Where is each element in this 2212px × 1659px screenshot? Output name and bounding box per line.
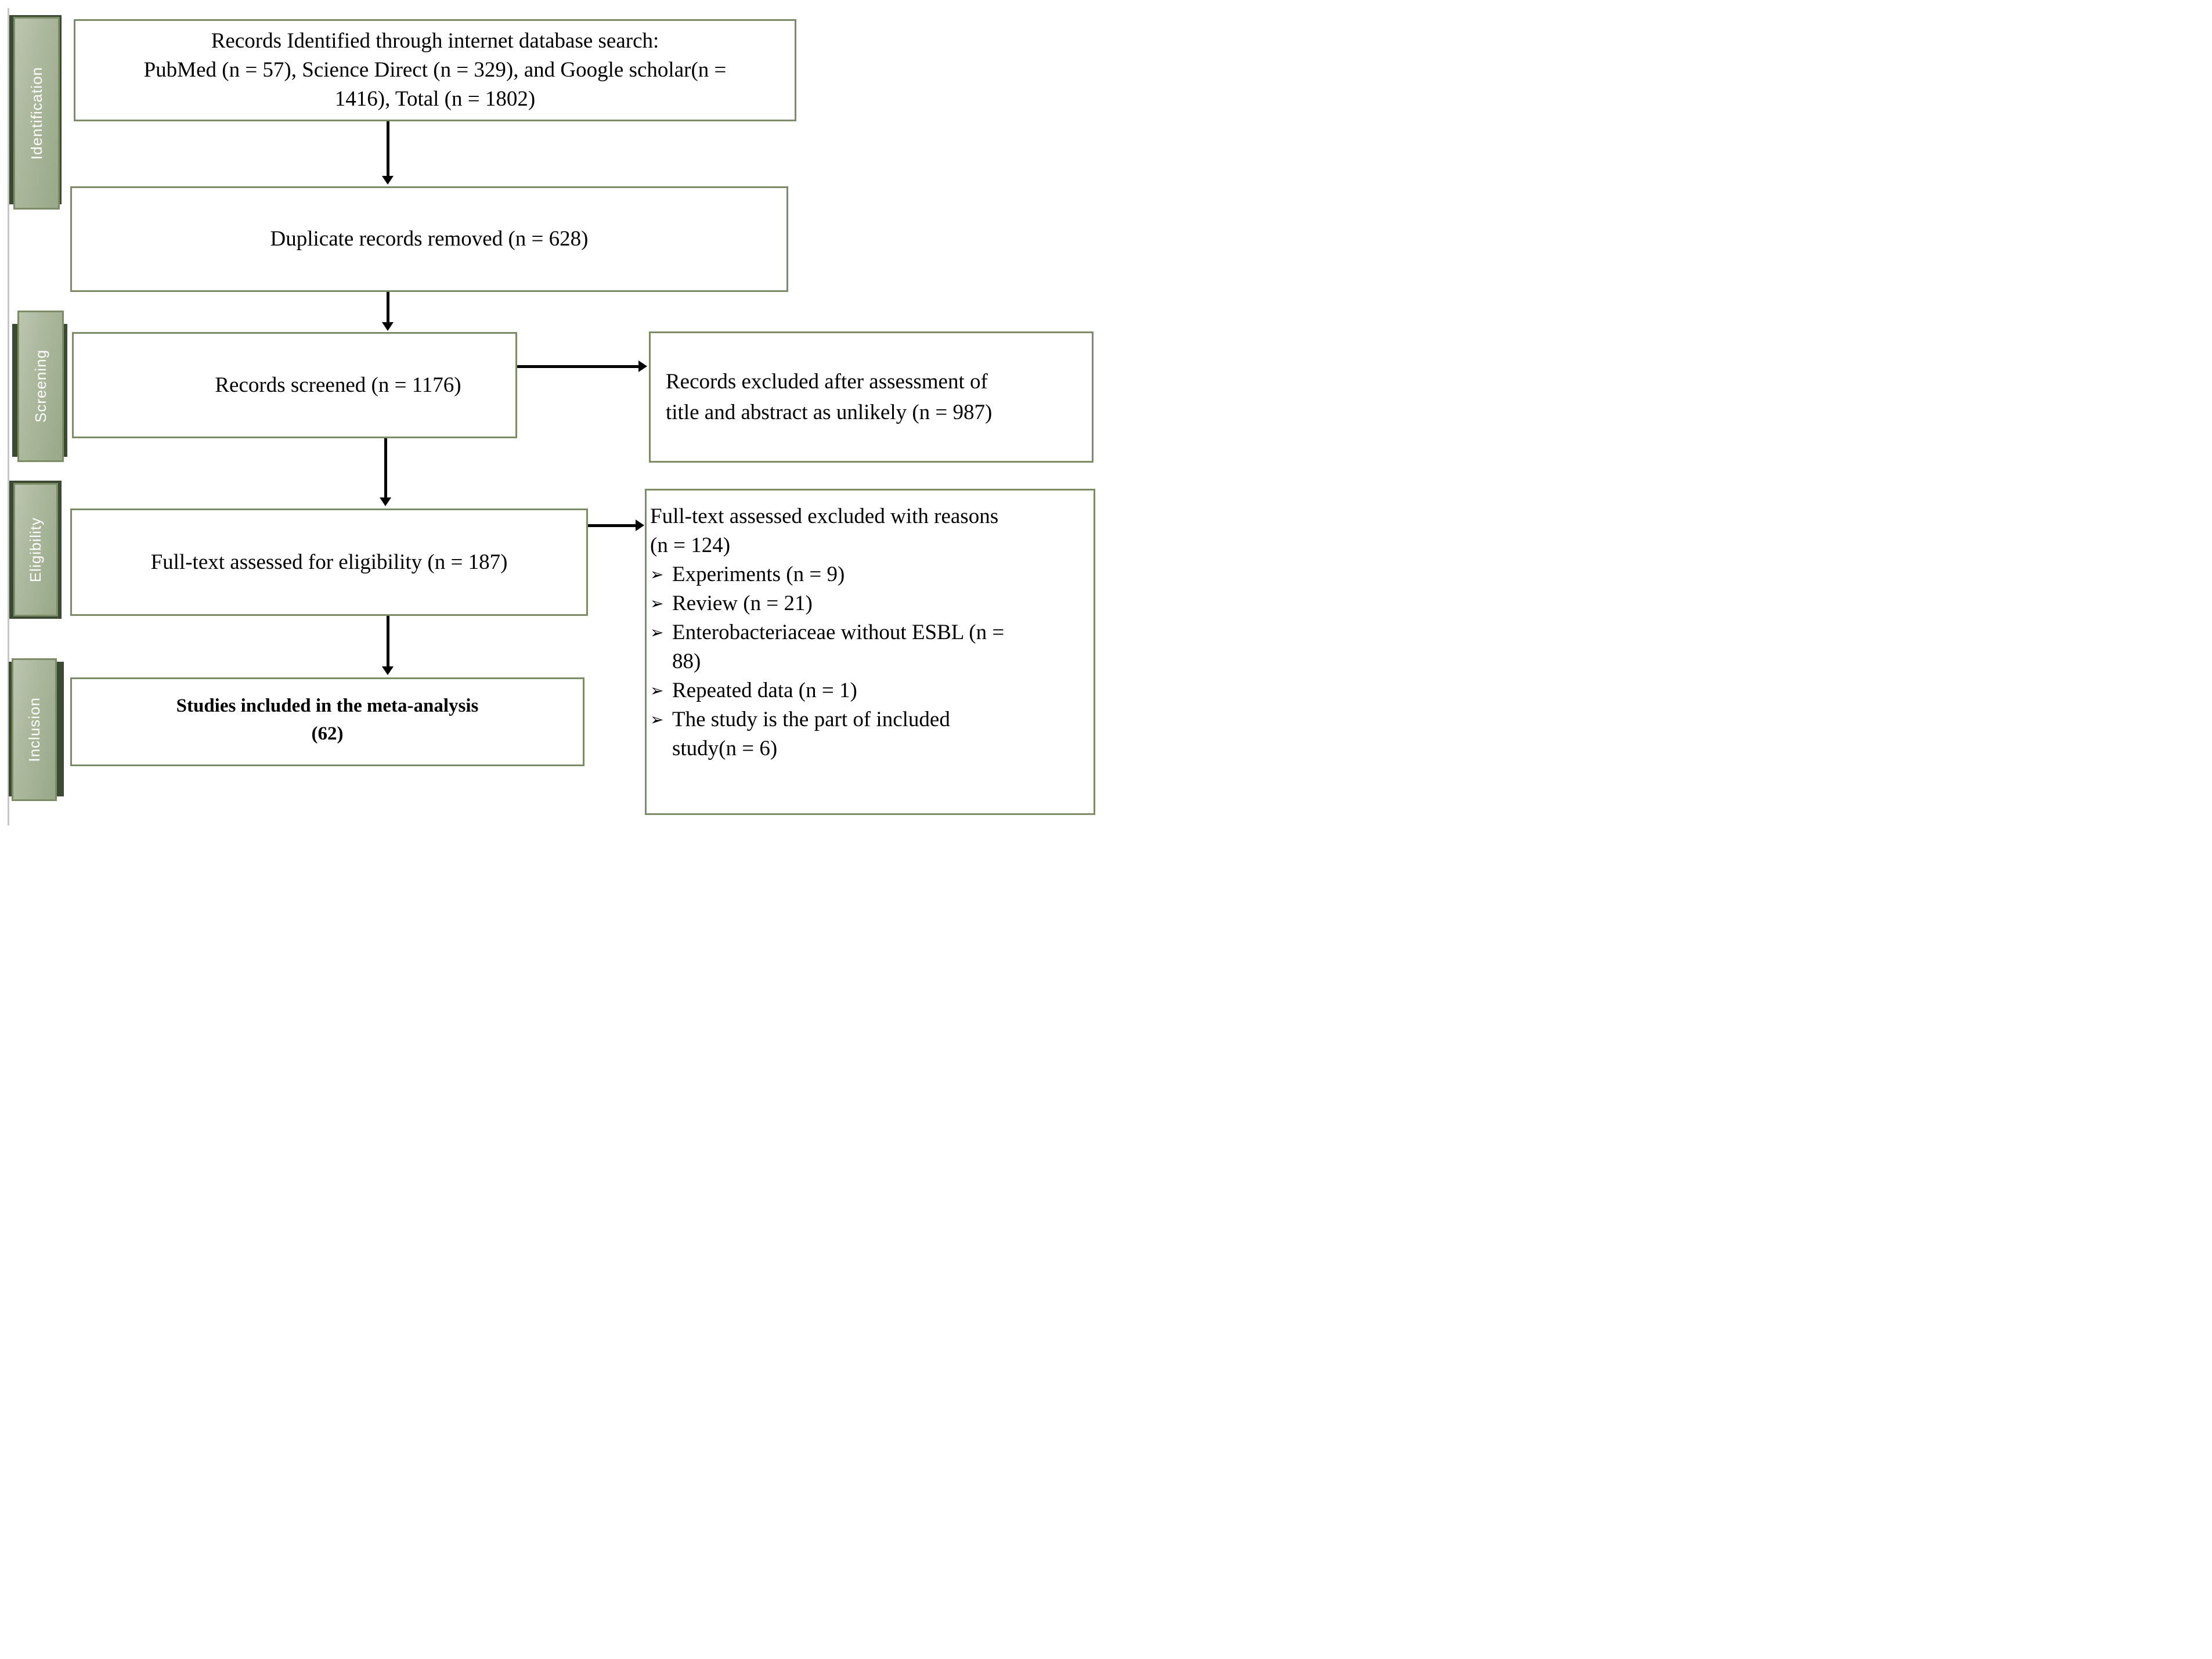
arrowhead-down-icon: [382, 322, 394, 331]
arrow-screened-to-fulltext: [384, 438, 387, 499]
stage-label-screening-text: Screening: [31, 349, 49, 423]
reason-item-repeated-data: ➢ Repeated data (n = 1): [650, 676, 1087, 705]
records-excluded-line-1: Records excluded after assessment of: [666, 370, 988, 394]
arrowhead-right-icon: [638, 360, 647, 372]
records-excluded-box: Records excluded after assessment of tit…: [649, 331, 1094, 463]
studies-included-line-1: Studies included in the meta-analysis: [176, 695, 479, 716]
reason-item-enterobacteriaceae-line-2: 88): [672, 650, 701, 673]
arrowhead-down-icon: [382, 666, 394, 675]
stage-label-screening: Screening: [17, 311, 64, 462]
arrow-bullet-icon: ➢: [650, 623, 664, 642]
arrow-fulltext-to-included: [387, 616, 389, 668]
stage-label-identification: Identification: [13, 17, 60, 210]
records-identified-box: Records Identified through internet data…: [74, 19, 796, 121]
arrow-screened-to-excluded: [517, 365, 640, 368]
duplicates-removed-box: Duplicate records removed (n = 628): [70, 186, 788, 292]
records-identified-line-1: Records Identified through internet data…: [211, 29, 659, 53]
records-screened-box: Records screened (n = 1176): [72, 332, 517, 438]
arrow-bullet-icon: ➢: [650, 594, 664, 613]
reason-item-enterobacteriaceae: ➢ Enterobacteriaceae without ESBL (n = 8…: [650, 618, 1087, 676]
stage-label-eligibility-text: Eligibility: [27, 517, 44, 583]
reason-item-experiments-text: Experiments (n = 9): [672, 562, 845, 586]
reasons-header-line-1: Full-text assessed excluded with reasons: [650, 504, 999, 528]
stage-label-inclusion-text: Inclusion: [25, 697, 43, 762]
arrowhead-down-icon: [380, 497, 391, 506]
arrow-identified-to-duplicates: [387, 121, 389, 176]
reason-item-review-text: Review (n = 21): [672, 592, 813, 615]
reason-item-part-of-included-line-2: study(n = 6): [672, 737, 778, 760]
arrow-fulltext-to-reasons: [588, 524, 637, 527]
arrow-duplicates-to-screened: [387, 292, 389, 323]
reason-item-enterobacteriaceae-text: Enterobacteriaceae without ESBL (n = 88): [672, 618, 1087, 676]
records-identified-line-3: 1416), Total (n = 1802): [334, 87, 536, 111]
stage-label-identification-text: Identification: [27, 67, 45, 160]
studies-included-box: Studies included in the meta-analysis (6…: [70, 677, 584, 766]
prisma-flow-diagram: Identification Screening Eligibility Inc…: [0, 0, 1106, 830]
reason-item-experiments: ➢ Experiments (n = 9): [650, 560, 1087, 589]
fulltext-eligibility-box: Full-text assessed for eligibility (n = …: [70, 508, 588, 616]
arrowhead-down-icon: [382, 176, 394, 185]
arrow-bullet-icon: ➢: [650, 681, 664, 700]
duplicates-removed-label: Duplicate records removed (n = 628): [270, 227, 589, 251]
reason-item-part-of-included-line-1: The study is the part of included: [672, 708, 950, 731]
records-screened-label: Records screened (n = 1176): [215, 373, 461, 397]
arrow-bullet-icon: ➢: [650, 710, 664, 729]
stage-label-eligibility: Eligibility: [13, 483, 58, 616]
arrow-bullet-icon: ➢: [650, 565, 664, 584]
reason-item-repeated-data-text: Repeated data (n = 1): [672, 679, 857, 702]
records-identified-line-2: PubMed (n = 57), Science Direct (n = 329…: [143, 58, 727, 82]
reason-item-part-of-included-text: The study is the part of included study(…: [672, 705, 1087, 763]
reason-item-enterobacteriaceae-line-1: Enterobacteriaceae without ESBL (n =: [672, 621, 1005, 644]
studies-included-line-2: (62): [311, 723, 344, 744]
reason-item-part-of-included: ➢ The study is the part of included stud…: [650, 705, 1087, 763]
reason-item-review: ➢ Review (n = 21): [650, 589, 1087, 618]
stage-label-inclusion: Inclusion: [12, 658, 57, 801]
fulltext-eligibility-label: Full-text assessed for eligibility (n = …: [150, 550, 508, 574]
records-excluded-line-2: title and abstract as unlikely (n = 987): [666, 401, 993, 424]
left-margin-rule: [8, 8, 9, 825]
arrowhead-right-icon: [636, 520, 644, 531]
reasons-header-line-2: (n = 124): [650, 533, 731, 557]
fulltext-excluded-reasons-box: Full-text assessed excluded with reasons…: [645, 489, 1095, 815]
